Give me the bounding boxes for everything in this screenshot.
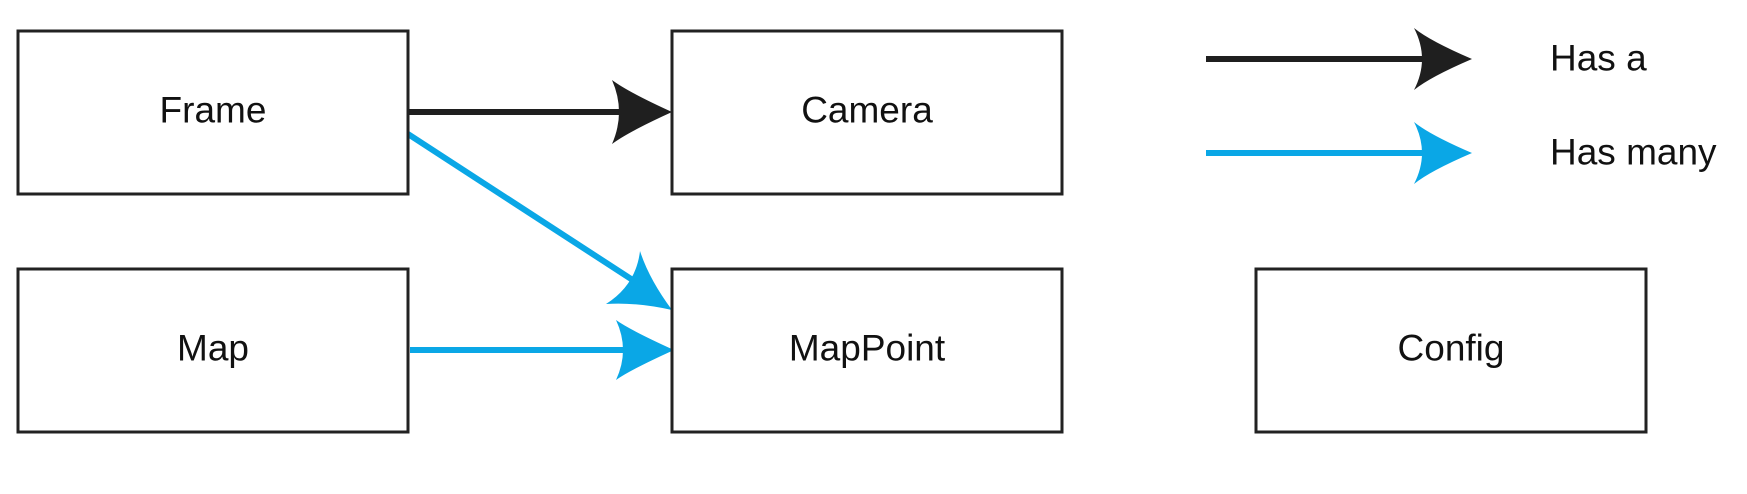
node-frame-box	[16, 29, 410, 196]
node-config-box	[1254, 267, 1648, 434]
node-config: Config	[1254, 267, 1648, 434]
node-mappoint-label: MapPoint	[789, 328, 946, 369]
arrowhead-map-mappoint	[616, 320, 674, 380]
node-mappoint: MapPoint	[670, 267, 1064, 434]
node-mappoint-box	[670, 267, 1064, 434]
edge-line-frame-mappoint	[406, 131, 650, 293]
edge-frame-mappoint	[406, 131, 672, 310]
node-map-box	[16, 267, 410, 434]
node-camera-box	[670, 29, 1064, 196]
legend-item-has-many: Has many	[1206, 122, 1717, 184]
legend-arrowhead-has-many	[1414, 122, 1472, 184]
legend-label-has-many: Has many	[1550, 132, 1717, 173]
edge-frame-camera	[408, 80, 672, 144]
node-camera: Camera	[670, 29, 1064, 196]
arrowhead-frame-camera	[612, 80, 672, 144]
arrowhead-frame-mappoint	[606, 251, 672, 310]
node-frame: Frame	[16, 29, 410, 196]
node-camera-label: Camera	[801, 90, 933, 131]
legend-label-has-a: Has a	[1550, 38, 1647, 79]
legend: Has a Has many	[1206, 28, 1717, 184]
node-map: Map	[16, 267, 410, 434]
node-frame-label: Frame	[160, 90, 267, 131]
node-config-label: Config	[1398, 328, 1505, 369]
legend-arrowhead-has-a	[1414, 28, 1472, 90]
legend-item-has-a: Has a	[1206, 28, 1647, 90]
node-map-label: Map	[177, 328, 249, 369]
edge-map-mappoint	[410, 320, 674, 380]
